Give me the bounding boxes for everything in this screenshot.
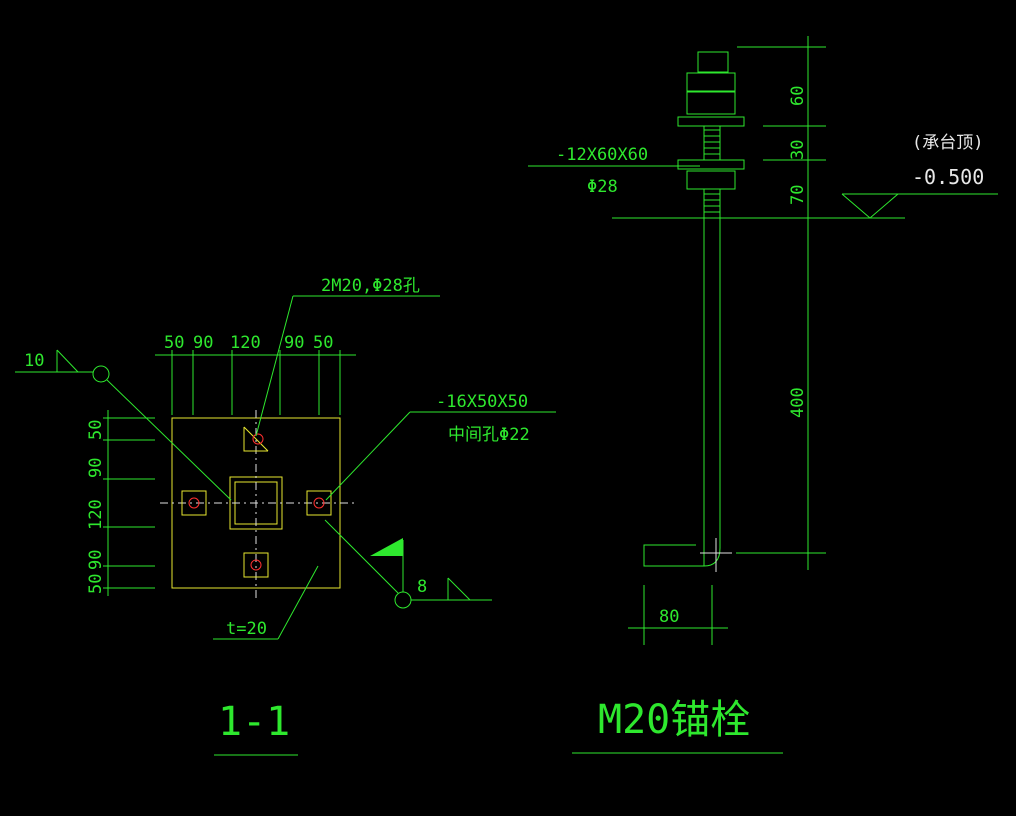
dim-400: 400 xyxy=(788,387,808,418)
left-dim-3: 120 xyxy=(86,499,106,530)
hole-top xyxy=(252,433,264,445)
dim-70: 70 xyxy=(788,185,808,205)
elev-note: (承台顶) xyxy=(912,133,983,153)
left-dim-4: 90 xyxy=(86,550,106,570)
washer-right xyxy=(306,490,332,516)
section-1-1: 50 90 120 90 50 50 90 120 90 50 10 2M20,… xyxy=(15,276,556,756)
plate-hole: Φ28 xyxy=(587,177,618,197)
top-dim-4: 90 xyxy=(284,333,304,353)
weld-left-triangle xyxy=(56,350,78,373)
section-title: 1-1 xyxy=(218,699,290,745)
left-dim-1: 50 xyxy=(86,420,106,440)
top-dim-2: 90 xyxy=(193,333,213,353)
nut-2 xyxy=(686,91,736,115)
dim-30: 30 xyxy=(788,140,808,160)
anchor-title: M20锚栓 xyxy=(598,697,750,743)
weld-left-size: 10 xyxy=(24,351,44,371)
thickness-note: t=20 xyxy=(226,619,267,639)
hole-bottom xyxy=(250,559,262,571)
weld-right-leader xyxy=(324,519,399,594)
top-dim-1: 50 xyxy=(164,333,184,353)
field-weld-flag xyxy=(370,538,403,556)
thread-marks xyxy=(704,129,720,213)
top-dim-5: 50 xyxy=(313,333,333,353)
hook-bend xyxy=(703,547,721,567)
hook-outer xyxy=(643,544,705,567)
bolt-note-leader xyxy=(255,295,294,437)
hole-left xyxy=(188,497,200,509)
plate-note: -12X60X60 xyxy=(556,145,648,165)
washer-note-leader xyxy=(325,411,411,501)
washer-top-diag xyxy=(243,426,269,452)
top-dim-3: 120 xyxy=(230,333,261,353)
weld-right-size: 8 xyxy=(417,577,427,597)
anchor-bolt-view: -12X60X60 Φ28 60 30 70 400 (承台顶) -0.500 … xyxy=(528,36,998,754)
hook-dim: 80 xyxy=(659,607,679,627)
weld-left-circle xyxy=(92,365,110,383)
washer-bottom xyxy=(243,552,269,578)
nut-1 xyxy=(686,72,736,92)
hole-right xyxy=(313,497,325,509)
washer-upper xyxy=(677,116,745,127)
elev-triangle xyxy=(841,193,899,219)
washer-left xyxy=(181,490,207,516)
dim-60: 60 xyxy=(788,86,808,106)
nut-3 xyxy=(686,170,736,190)
weld-right-circle xyxy=(394,591,412,609)
washer-note: -16X50X50 xyxy=(436,392,528,412)
thickness-leader xyxy=(277,565,319,640)
right-dim-ticks xyxy=(736,46,826,554)
elev-value: -0.500 xyxy=(912,165,984,189)
weld-right-triangle xyxy=(447,578,470,601)
left-dim-5: 50 xyxy=(86,574,106,594)
bolt-note: 2M20,Φ28孔 xyxy=(321,276,420,296)
washer-hole: 中间孔Φ22 xyxy=(448,425,530,445)
washer-top xyxy=(243,427,268,452)
left-dim-2: 90 xyxy=(86,458,106,478)
plate-lower xyxy=(677,159,745,170)
nut-top xyxy=(697,51,729,73)
weld-left-leader xyxy=(106,379,232,501)
top-dim-ticks xyxy=(171,350,341,415)
left-dim-ticks xyxy=(103,417,155,589)
